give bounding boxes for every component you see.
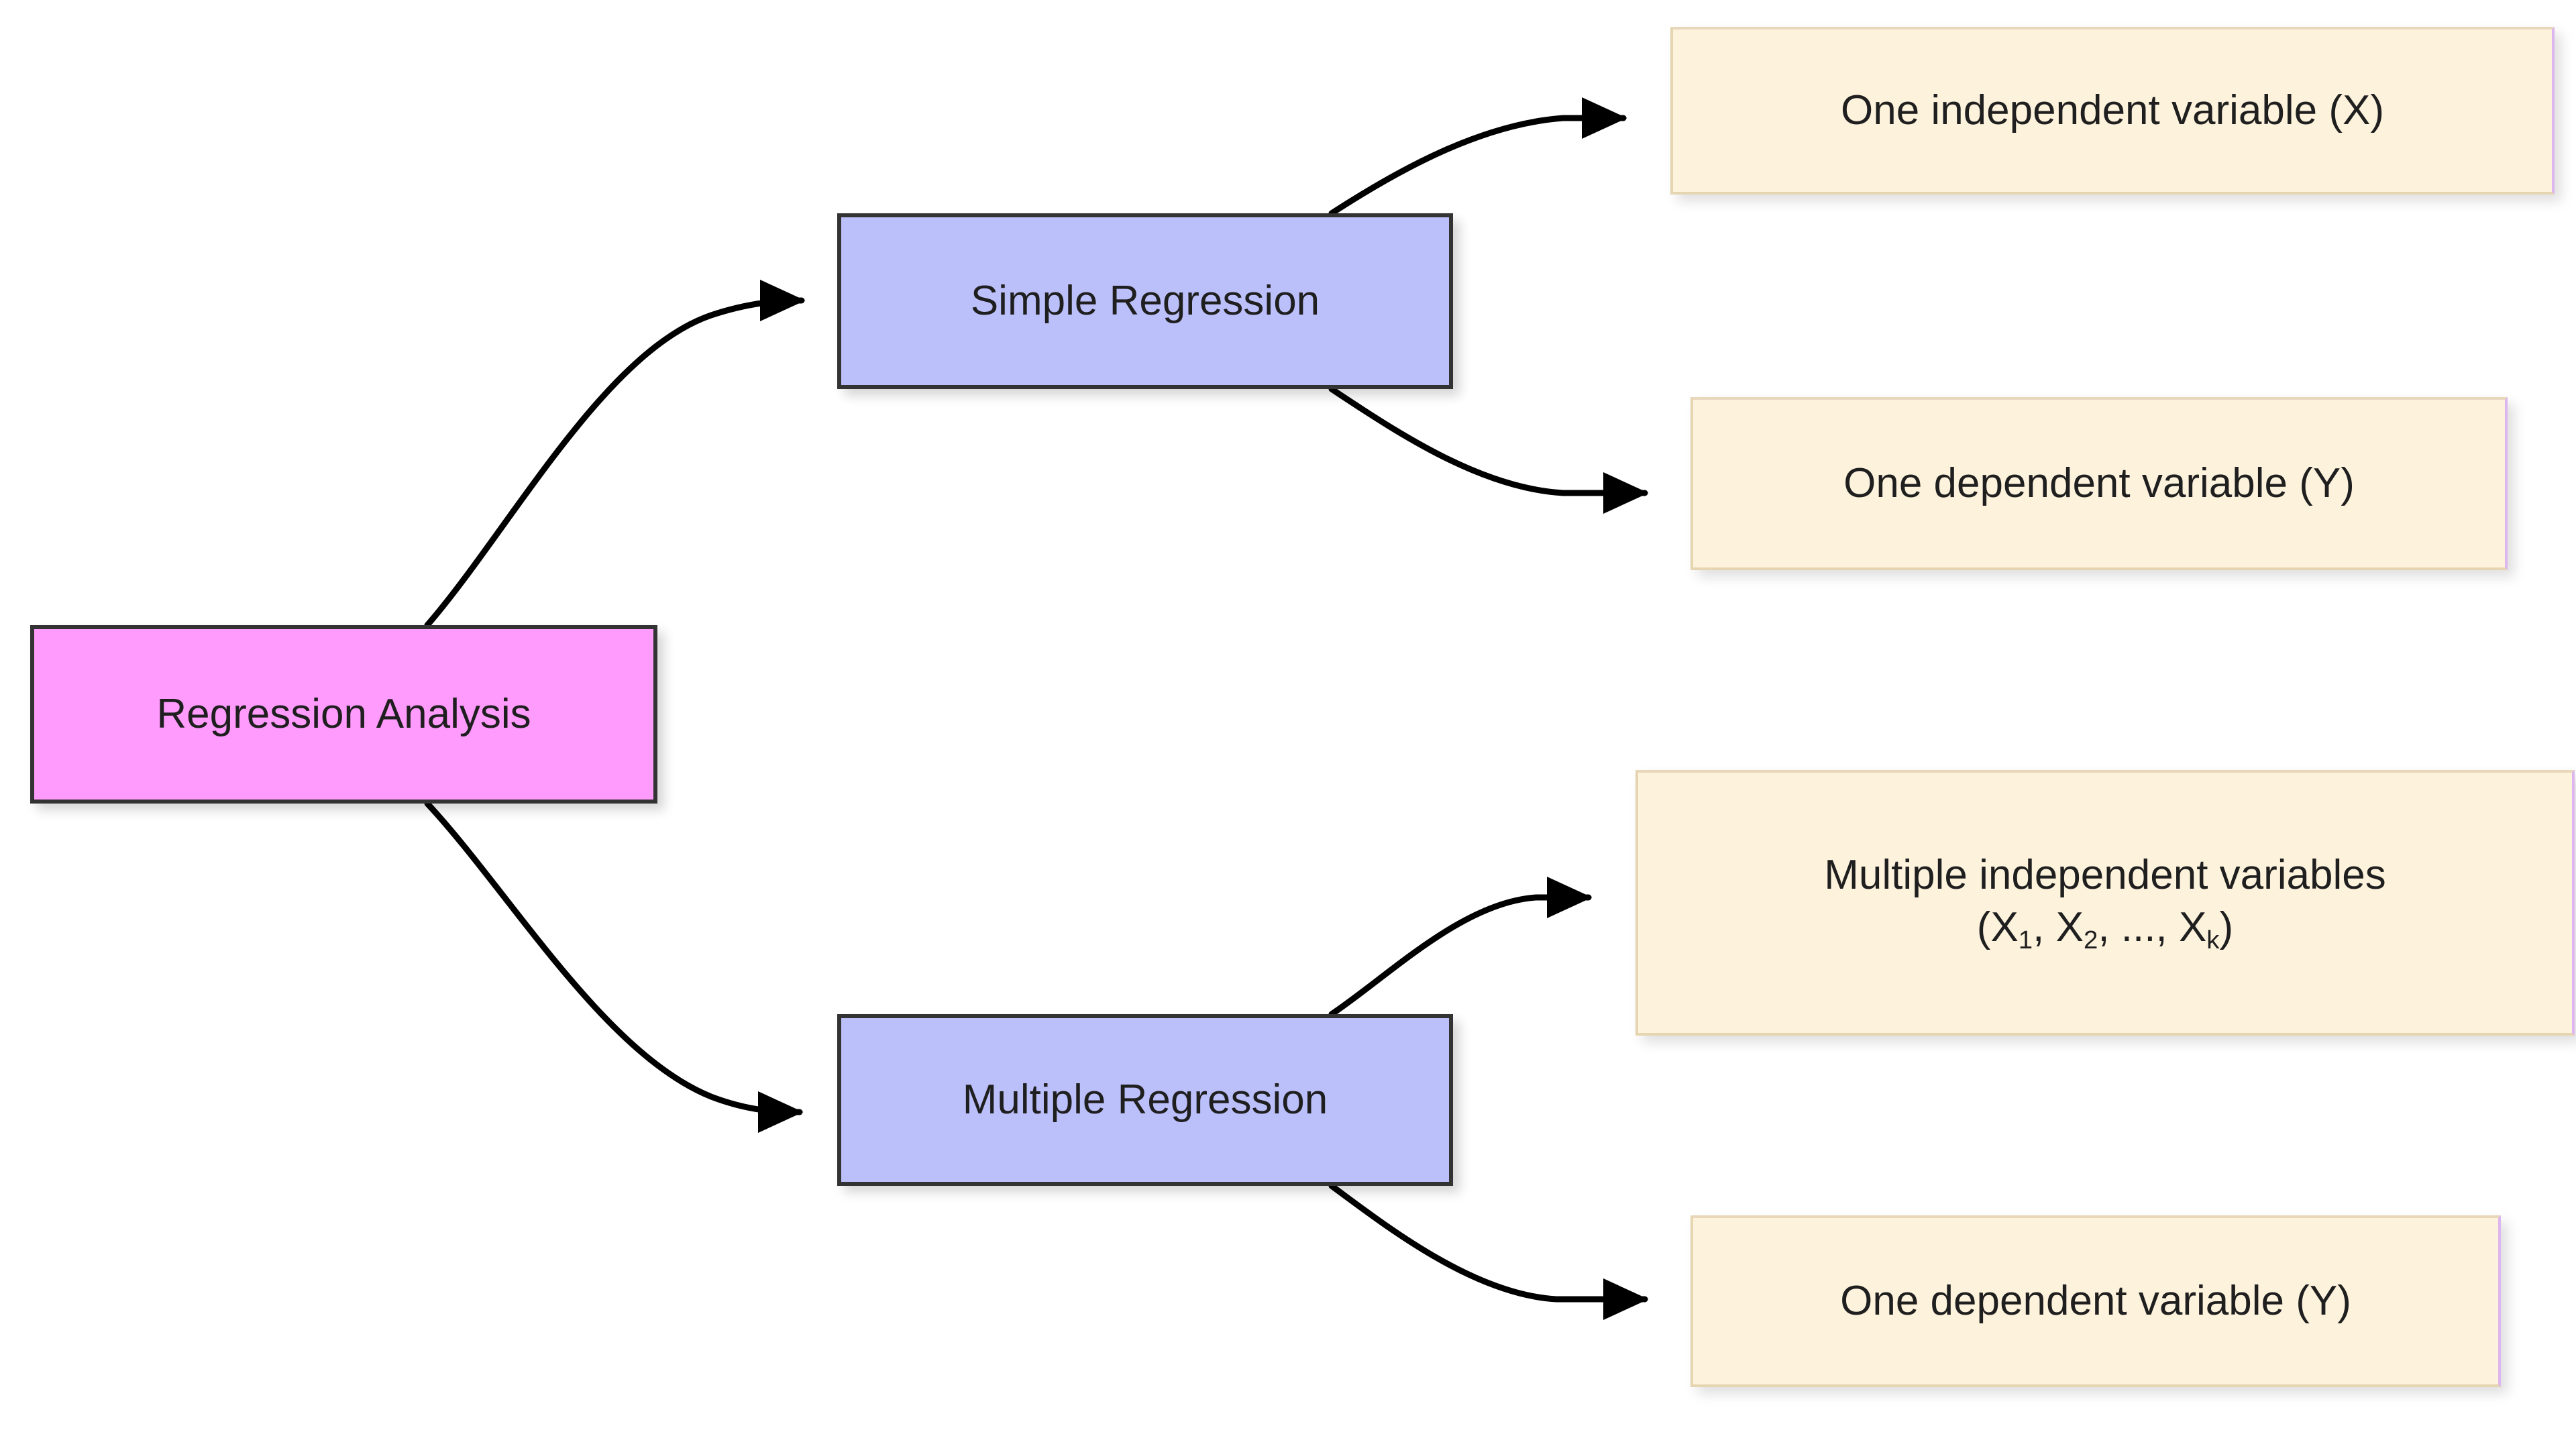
subscript-2: 2 [2083,925,2098,954]
edge-simple-to-x [1328,97,1627,217]
node-multiple-regression[interactable]: Multiple Regression [837,1014,1453,1186]
node-one-dependent-variable-y-simple[interactable]: One dependent variable (Y) [1690,397,2508,570]
node-simple-regression[interactable]: Simple Regression [837,213,1453,389]
paren-close: ) [2219,903,2234,950]
edge-root-to-multiple [424,800,804,1134]
label-line-1: Multiple independent variables [1824,852,2386,899]
paren-open: (X [1976,903,2019,950]
node-label-simple-regression: Simple Regression [970,278,1320,325]
label-line-2: (X1, X2, ..., Xk) [1976,903,2234,954]
subscript-k: k [2206,925,2220,954]
node-label-multiple-independent-variables: Multiple independent variables (X1, X2, … [1797,849,2413,956]
node-regression-analysis[interactable]: Regression Analysis [30,625,657,804]
node-label-one-dependent-variable-y-simple: One dependent variable (Y) [1843,460,2355,507]
edge-multiple-to-x [1328,876,1593,1018]
edge-simple-to-y [1328,386,1649,514]
node-one-dependent-variable-y-multiple[interactable]: One dependent variable (Y) [1690,1215,2501,1387]
sep-2: , ..., X [2098,903,2207,950]
node-label-one-dependent-variable-y-multiple: One dependent variable (Y) [1840,1278,2351,1325]
node-one-independent-variable-x[interactable]: One independent variable (X) [1670,27,2555,195]
node-label-one-independent-variable-x: One independent variable (X) [1841,87,2384,134]
node-label-multiple-regression: Multiple Regression [962,1077,1328,1123]
subscript-1: 1 [2018,925,2033,954]
node-multiple-independent-variables[interactable]: Multiple independent variables (X1, X2, … [1635,770,2575,1036]
edge-root-to-simple [424,279,806,628]
edge-multiple-to-y [1328,1182,1649,1321]
node-label-regression-analysis: Regression Analysis [156,691,531,738]
sep-1: , X [2033,903,2084,950]
